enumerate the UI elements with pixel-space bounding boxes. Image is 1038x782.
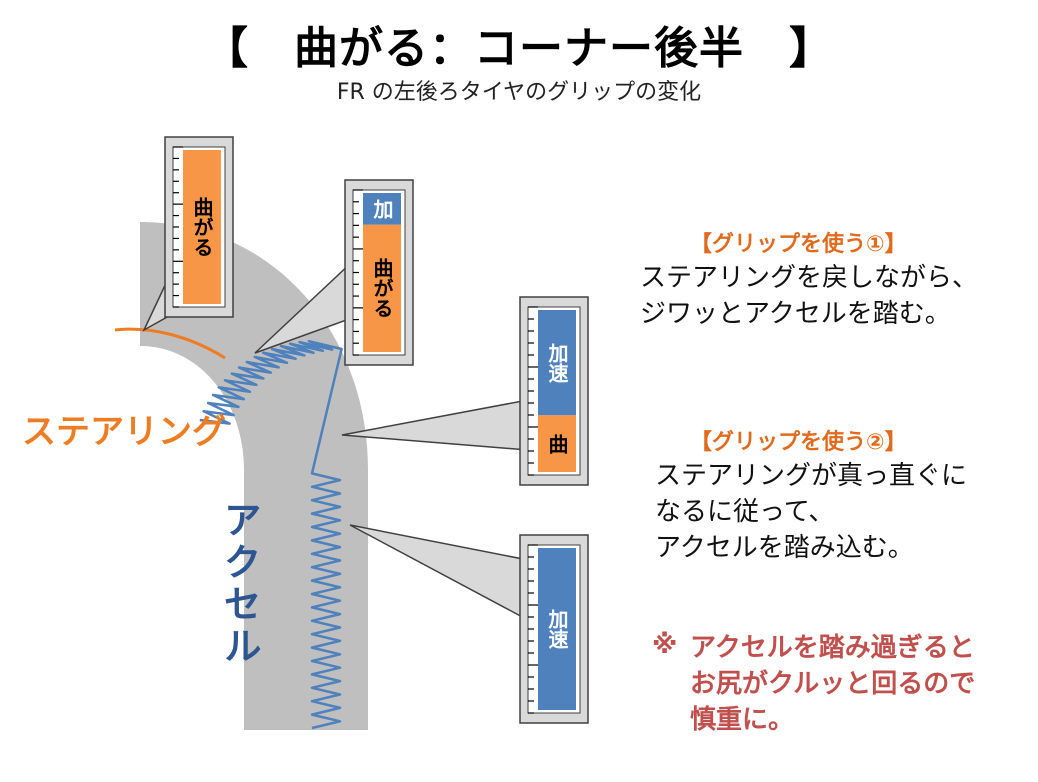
tip-2-text: ステアリングが真っ直ぐに なるに従って、 アクセルを踏み込む。: [655, 461, 968, 563]
callout-wedge-4: [349, 524, 529, 622]
callout-wedge-3: [341, 399, 529, 451]
gauge-2-label-1: 加: [370, 198, 394, 219]
accel-zigzag: [199, 339, 343, 730]
gauge-4-segment-accel: [538, 548, 576, 710]
steering-label: ステアリング: [22, 412, 226, 452]
gauge-2-segment-accel: [363, 193, 401, 225]
page-subtitle: FR の左後ろタイヤのグリップの変化: [336, 80, 702, 105]
gauges-layer: [164, 136, 589, 724]
gauge-3-label-2: 曲: [545, 433, 569, 454]
gauge-2-segment-turn: [363, 224, 401, 352]
steering-trail: [114, 327, 226, 360]
page-title: 【 曲がる：コーナー後半 】: [204, 23, 834, 74]
gauge-3-segment-turn: [538, 415, 576, 472]
gauge-1-segment-turn: [183, 150, 221, 304]
gauge-4-label-1: 加速: [545, 609, 569, 649]
gauge-1-label-1: 曲がる: [190, 197, 214, 257]
accel-label: アクセル: [217, 500, 261, 668]
tip-1-text: ステアリングを戻しながら、 ジワッとアクセルを踏む。: [640, 263, 979, 329]
gauge-2-label-2: 曲がる: [370, 258, 394, 319]
warning-mark: ※: [652, 630, 678, 660]
tip-2-heading: 【グリップを使う②】: [690, 430, 907, 455]
tip-1-heading: 【グリップを使う①】: [690, 232, 907, 257]
gauge-3-segment-accel: [538, 310, 576, 416]
warning-text: アクセルを踏み過ぎると お尻がクルッと回るので 慎重に。: [690, 633, 976, 735]
gauge-3-label-1: 加速: [545, 342, 569, 383]
